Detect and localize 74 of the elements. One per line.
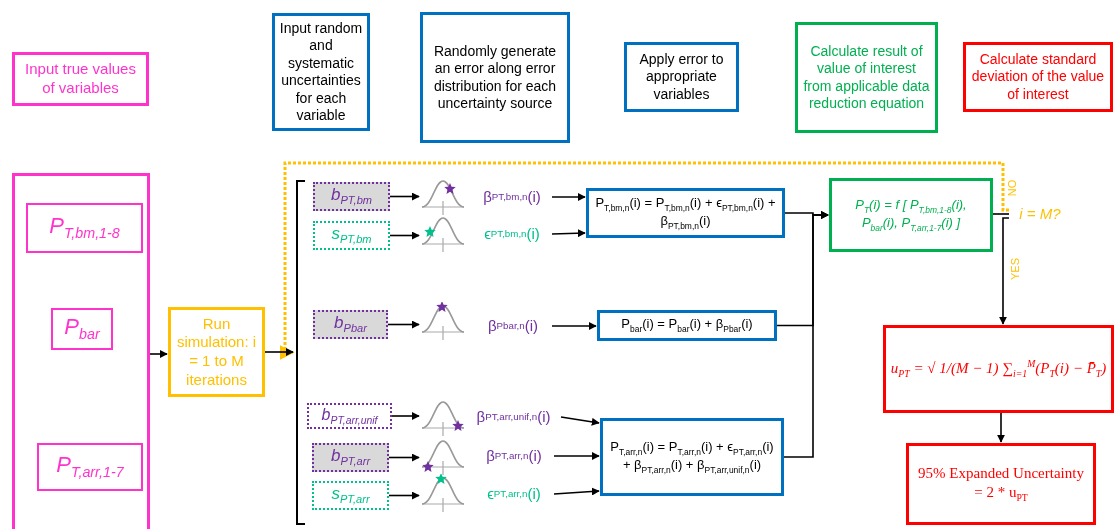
- box-text: 95% Expanded Uncertainty = 2 * u$_{PT}$: [917, 464, 1085, 504]
- arrow: [551, 322, 597, 330]
- arrow: [551, 193, 586, 201]
- edge-label: NO: [1006, 179, 1019, 196]
- arrow: [997, 412, 1005, 443]
- uncertainty-box: [312, 481, 389, 510]
- variable-box: [26, 203, 143, 253]
- arrow: [264, 348, 294, 356]
- box-text: P$_{T,arr,n}$(i) = P$_{T,arr,n}$(i) + ϵ$_{PT,arr,n}$(i) + β$_{PT,arr,n}$(i) + β$_{PT,arr,unif,n}$(i): [609, 438, 775, 476]
- uncertainty-box: [313, 310, 388, 339]
- box-text: P$_{bar}$(i) = P$_{bar}$(i) + β$_{Pbar}$(i): [621, 316, 753, 335]
- uncertainty-box: [307, 403, 392, 429]
- box-text: b$_{PT,arr,unif}$: [321, 404, 378, 428]
- box-text: Randomly generate an error along error distribution for each uncertainty source: [432, 42, 558, 113]
- box-text: s$_{PT,arr}$: [331, 483, 370, 508]
- dotted-loop-arrow: [279, 161, 1010, 360]
- decision-text: i = M?: [1009, 203, 1071, 225]
- box-text: P$_{T,arr,1-7}$: [56, 451, 124, 483]
- box-text: Calculate standard deviation of the value of interest: [970, 50, 1106, 104]
- box-text: Apply error to appropriate variables: [638, 50, 725, 104]
- arrow: [387, 320, 420, 329]
- arrow: [553, 487, 600, 496]
- arrow: [551, 229, 586, 238]
- arrow: [560, 416, 600, 426]
- arrow: [388, 453, 420, 462]
- box-text: Run simulation: i = 1 to M iterations: [175, 314, 258, 390]
- arrow: [389, 192, 420, 201]
- process-box: [624, 42, 739, 112]
- variables-panel: [12, 173, 150, 529]
- box-text: b$_{Pbar}$: [334, 312, 367, 337]
- bracket: [294, 180, 306, 525]
- distribution-curve-icon: [420, 437, 466, 475]
- formula-box: [883, 325, 1114, 413]
- connector-line: [992, 213, 1010, 215]
- process-box: [420, 12, 570, 143]
- box-text: P$_{T,bm,1-8}$: [49, 212, 120, 244]
- process-box: [795, 22, 938, 133]
- equation-box: [600, 418, 784, 496]
- uncertainty-box: [313, 182, 390, 211]
- equation-box: [597, 310, 777, 341]
- box-text: P$_{bar}$: [64, 313, 100, 345]
- result-box: [906, 443, 1096, 525]
- arrow: [388, 491, 420, 500]
- process-box: [168, 307, 265, 397]
- arrow: [391, 412, 420, 420]
- box-text: u$_{PT}$ = √ 1/(M − 1) ∑$_{i=1}$$^{M}$(P$_{T}$(i) − P̄$_{T}$): [890, 357, 1107, 381]
- uncertainty-box: [313, 221, 390, 250]
- arrow: [149, 350, 168, 358]
- box-text: s$_{PT,bm}$: [331, 223, 372, 248]
- arrow: [553, 452, 600, 460]
- box-text: b$_{PT,arr}$: [330, 445, 371, 470]
- box-text: P$_{T}$(i) = f [ P$_{T,bm,1-8}$(i), P$_{bar}$(i), P$_{T,arr,1-7}$(i) ]: [854, 196, 968, 234]
- distribution-curve-icon: [420, 177, 466, 215]
- process-box: [272, 13, 370, 131]
- distribution-curve-icon: [420, 214, 466, 252]
- arrow: [783, 211, 829, 458]
- equation-box: [829, 178, 993, 252]
- distribution-curve-icon: [420, 302, 466, 340]
- variable-box: [51, 308, 113, 350]
- box-text: Input random and systematic uncertainties for each variable: [279, 19, 363, 125]
- variable-box: [37, 443, 143, 491]
- box-text: b$_{PT,bm}$: [331, 184, 372, 209]
- process-box: [12, 52, 149, 106]
- distribution-curve-icon: [420, 398, 466, 436]
- box-text: P$_{T,bm,n}$(i) = P$_{T,bm,n}$(i) + ϵ$_{PT,bm,n}$(i) + β$_{PT,bm,n}$(i): [594, 194, 777, 232]
- equation-box: [586, 188, 785, 238]
- uncertainty-box: [312, 443, 389, 472]
- arrow: [999, 217, 1010, 325]
- distribution-curve-icon: [420, 474, 466, 512]
- edge-label: YES: [1009, 257, 1021, 280]
- process-box: [963, 42, 1113, 112]
- arrow: [389, 231, 420, 240]
- box-text: Calculate result of value of interest from applicable data reduction equation: [802, 42, 931, 113]
- box-text: Input true values of variables: [24, 60, 137, 98]
